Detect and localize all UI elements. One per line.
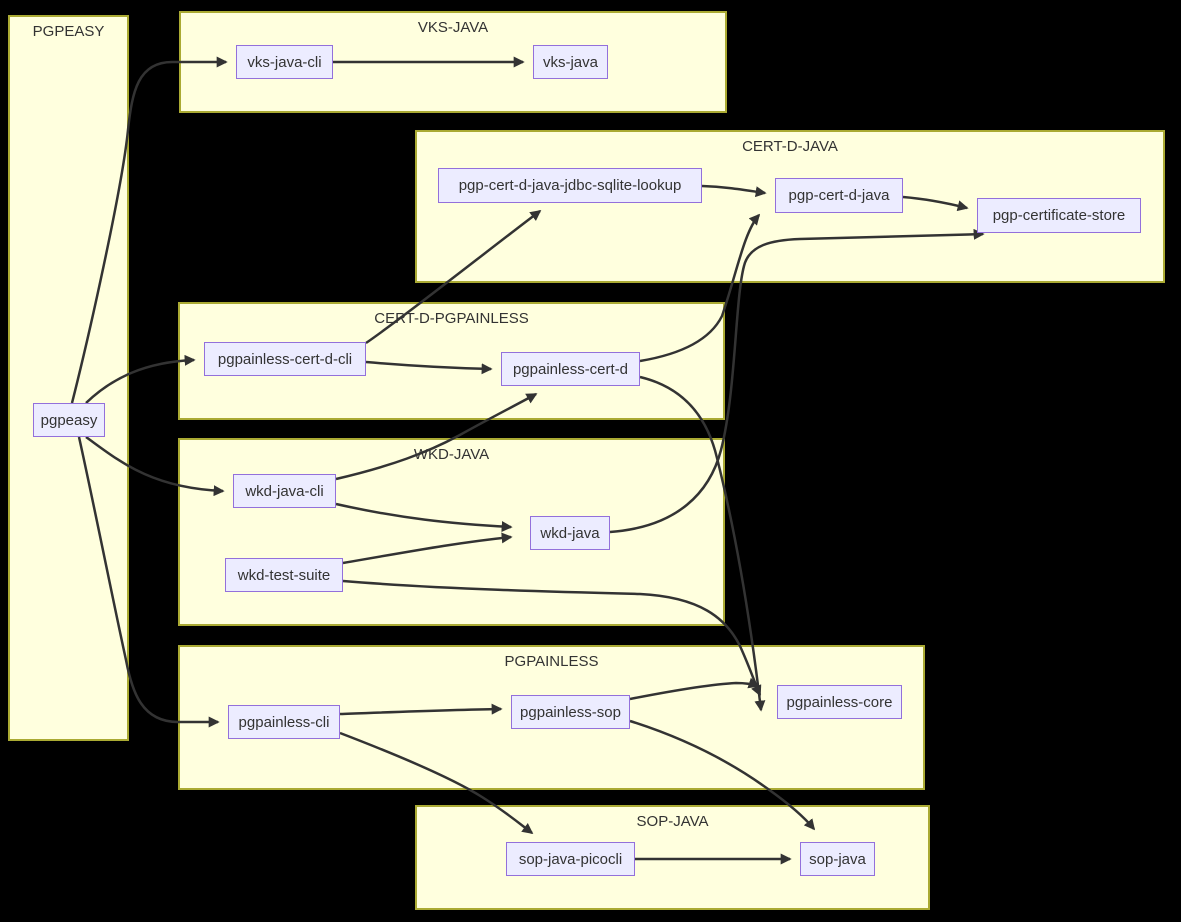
node-pgp-cert-d-java-jdbc-sqlite-lookup: pgp-cert-d-java-jdbc-sqlite-lookup — [438, 168, 702, 203]
node-pgpainless-core: pgpainless-core — [777, 685, 902, 719]
cluster-title-wkd-java-group: WKD-JAVA — [413, 446, 490, 463]
node-pgpeasy: pgpeasy — [33, 403, 105, 437]
node-pgp-certificate-store: pgp-certificate-store — [977, 198, 1141, 233]
node-vks-java: vks-java — [533, 45, 608, 79]
node-pgpainless-cert-d: pgpainless-cert-d — [501, 352, 640, 386]
cluster-title-sop-java-group: SOP-JAVA — [636, 813, 709, 830]
node-sop-java-picocli: sop-java-picocli — [506, 842, 635, 876]
node-pgpainless-cli: pgpainless-cli — [228, 705, 340, 739]
node-pgpainless-sop: pgpainless-sop — [511, 695, 630, 729]
cluster-wkd-java-group: WKD-JAVA — [178, 438, 725, 626]
cluster-title-cert-d-java-group: CERT-D-JAVA — [742, 138, 838, 155]
node-pgpainless-cert-d-cli: pgpainless-cert-d-cli — [204, 342, 366, 376]
cluster-title-pgpeasy-group: PGPEASY — [32, 23, 105, 40]
node-pgp-cert-d-java: pgp-cert-d-java — [775, 178, 903, 213]
node-wkd-java-cli: wkd-java-cli — [233, 474, 336, 508]
node-sop-java: sop-java — [800, 842, 875, 876]
node-wkd-java: wkd-java — [530, 516, 610, 550]
node-vks-java-cli: vks-java-cli — [236, 45, 333, 79]
cluster-title-cert-d-pgpainless-group: CERT-D-PGPAINLESS — [374, 310, 529, 327]
cluster-title-pgpainless-group: PGPAINLESS — [504, 653, 599, 670]
cluster-title-vks-java-group: VKS-JAVA — [417, 19, 489, 36]
cluster-pgpeasy-group: PGPEASY — [8, 15, 129, 741]
node-wkd-test-suite: wkd-test-suite — [225, 558, 343, 592]
